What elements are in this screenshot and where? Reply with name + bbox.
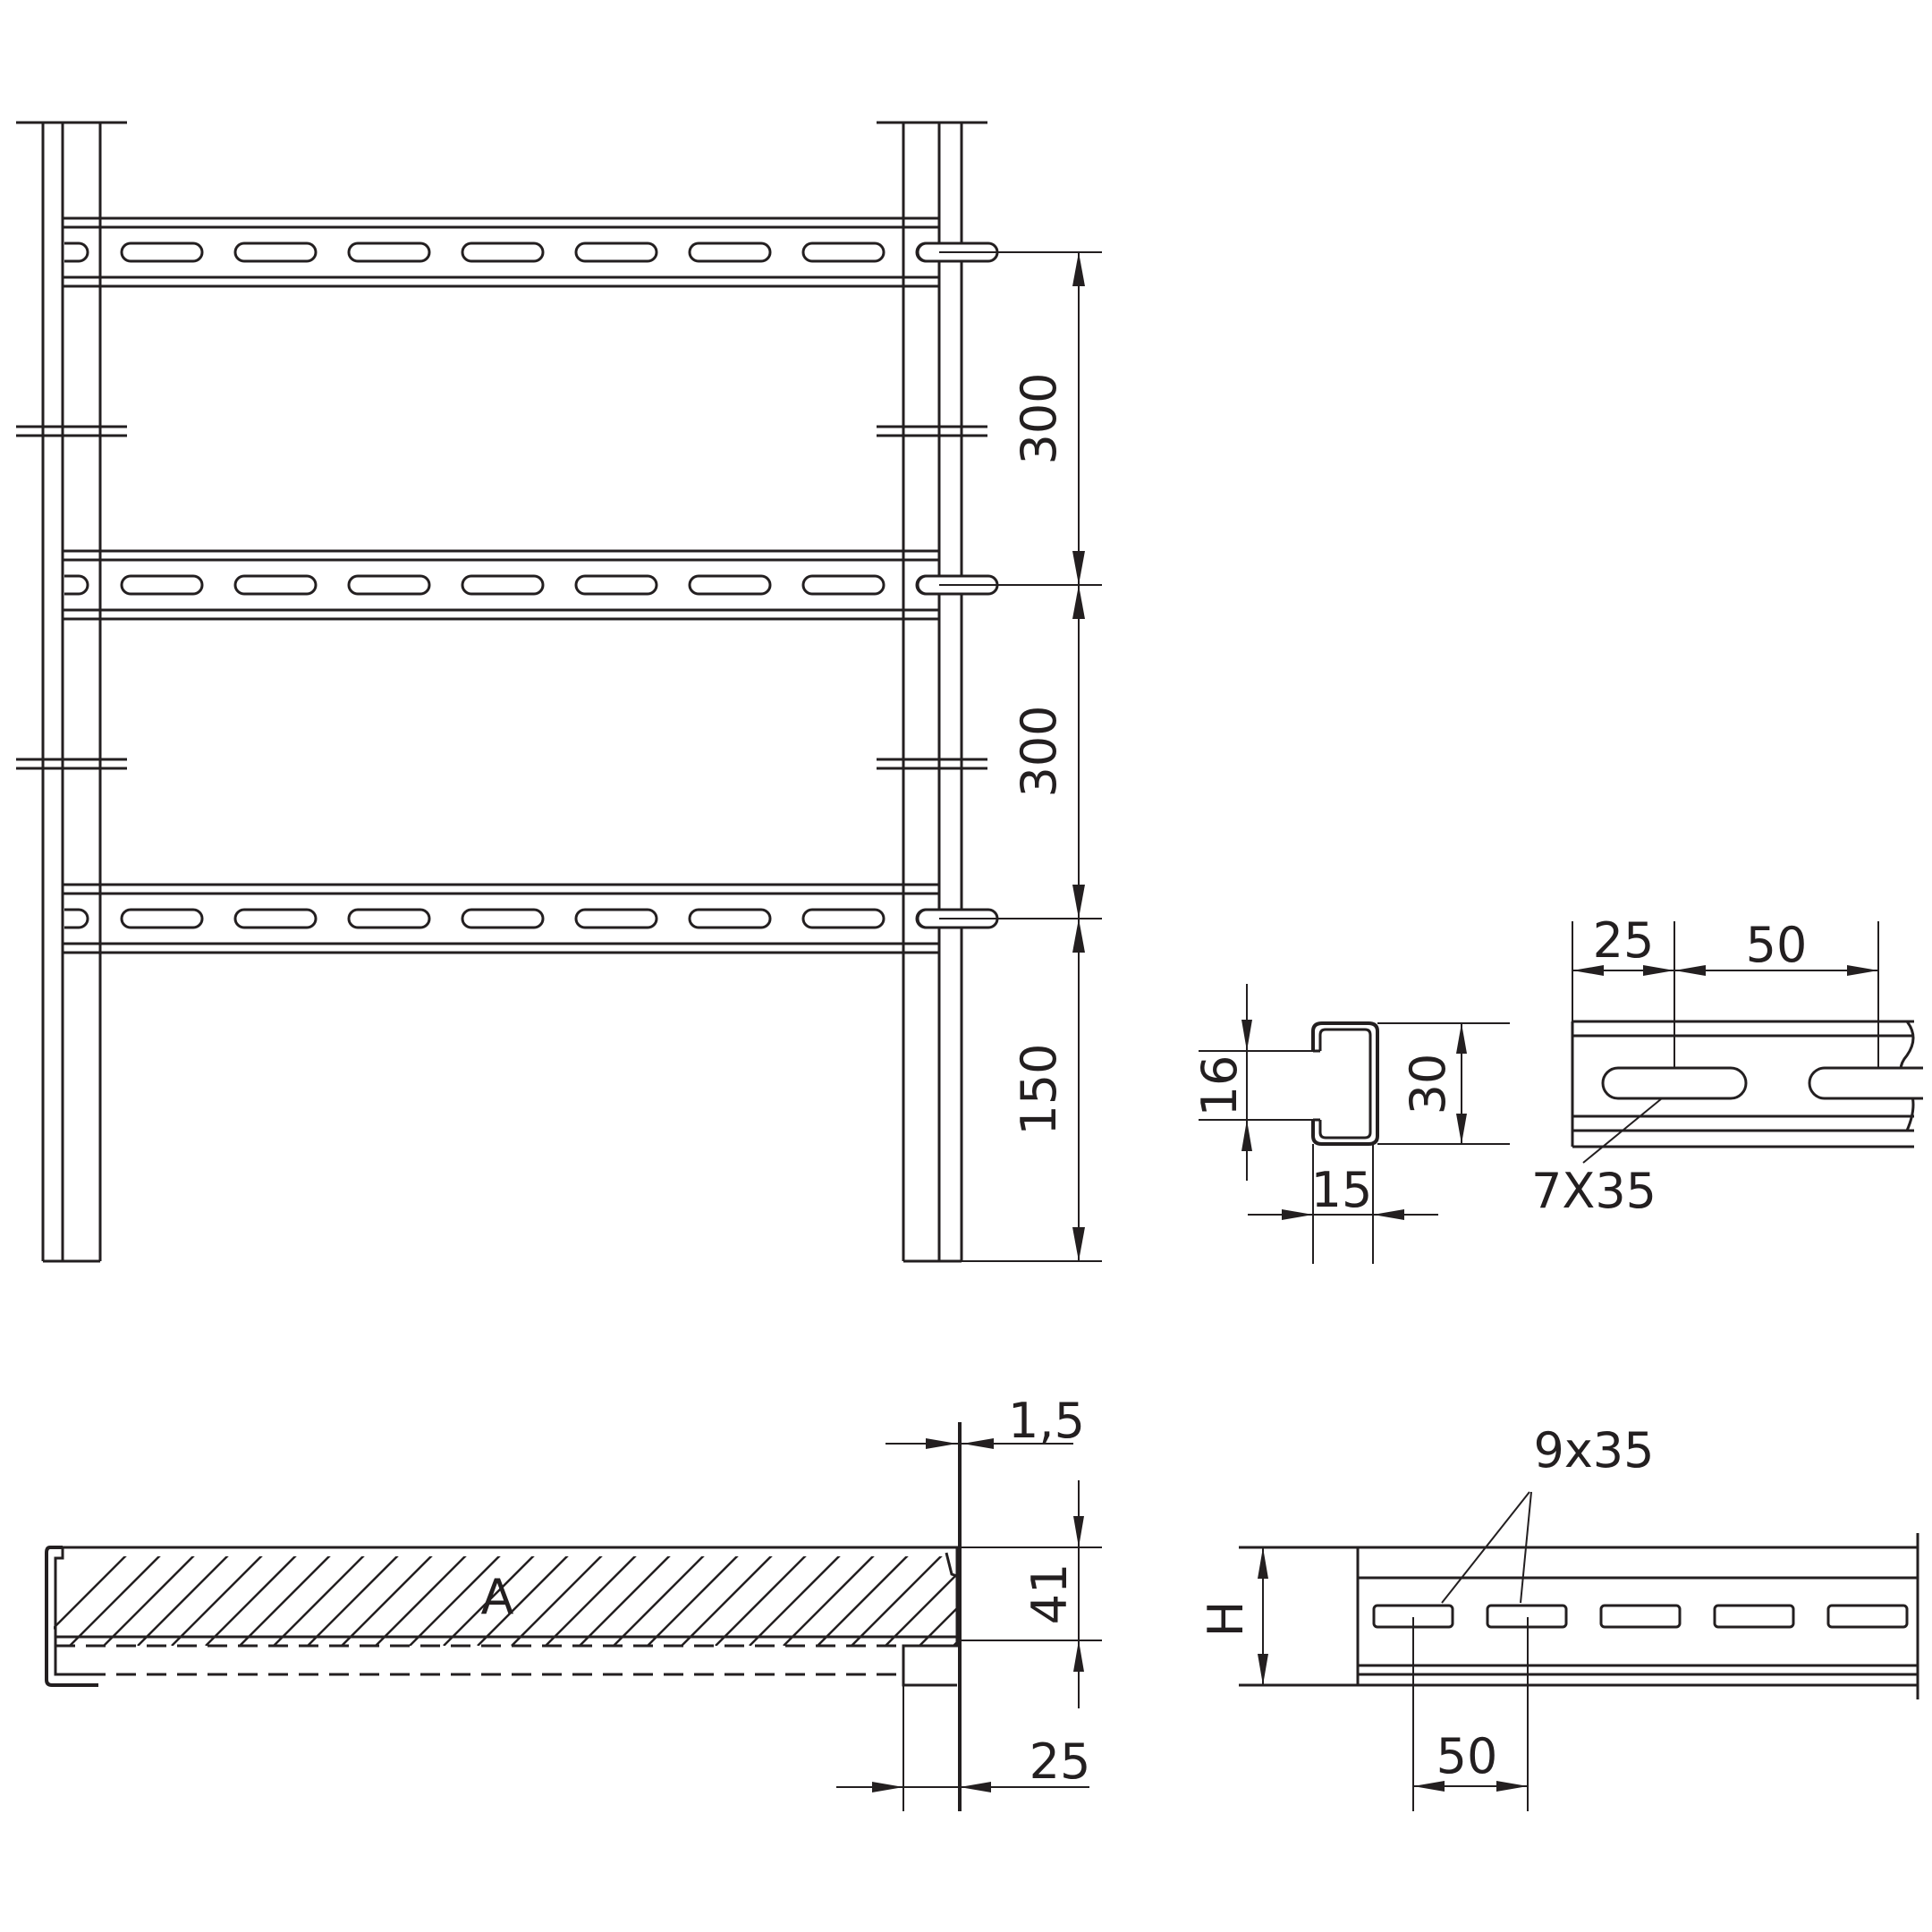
left-side-rail [16,121,127,1263]
dim-rail-thickness: 1,5 [1008,1393,1085,1449]
dim-rung-height: 30 [1400,1054,1456,1115]
dim-rail-height-label: H [1198,1601,1254,1638]
dim-rung-inner-height: 16 [1191,1055,1248,1117]
rung-slot [120,574,204,596]
right-side-rail [877,121,987,1263]
rung-slot [688,908,772,929]
rung [63,549,999,621]
rung-profile-outer [1311,1021,1379,1146]
dim-slot-pitch: 50 [1746,917,1808,973]
rung-slot [347,242,431,263]
side-rail-cross-section: A 1,5 41 25 [45,1393,1102,1811]
rail-slot [1826,1604,1909,1629]
rung-slot [574,242,658,263]
rail-slot [1713,1604,1795,1629]
rung-slot [461,574,545,596]
rung-slot-partial [916,242,937,263]
rail-slot [1599,1604,1682,1629]
rung-slot [461,242,545,263]
rungs [63,216,999,954]
dim-spacing-top: 300 [1011,372,1067,464]
dim-spacing-middle: 300 [1011,705,1067,797]
rung-slot-partial [916,908,937,929]
side-rail-profile [45,1546,98,1687]
section-hatching [54,1556,957,1646]
rung-slot [801,574,886,596]
rung-slot [461,908,545,929]
rung [63,216,999,288]
dim-rail-flange-width: 25 [1030,1733,1091,1790]
label-rail-slot-size: 9x35 [1533,1422,1654,1479]
rung-slot [801,242,886,263]
rung-slot [233,242,318,263]
rung-slot-partial [916,574,937,596]
label-rung-slot-size: 7X35 [1531,1163,1657,1219]
side-rail-slot-detail: H 9x35 50 [1198,1422,1919,1811]
rung-slot [801,908,886,929]
rung-profile-inner [1318,1028,1372,1140]
rung-slot [120,908,204,929]
rung-slot [347,574,431,596]
rung-slot [688,242,772,263]
dim-rung-flange-width: 15 [1311,1162,1373,1218]
rung-slot [1601,1066,1748,1100]
rail-slots [1372,1604,1909,1629]
rung-slot [574,908,658,929]
dim-rail-height: 41 [1021,1563,1078,1625]
rung-cross-section: 16 30 15 [1191,984,1510,1264]
rung-slot [347,908,431,929]
rung-slot [688,574,772,596]
rung-slot-detail: 25 50 7X35 [1531,912,1923,1219]
rung-slot [233,908,318,929]
rung-slot-partial [64,908,89,929]
rung [63,883,999,954]
rung-slot [574,574,658,596]
ladder-front-view: 300 300 150 [16,121,1102,1263]
rung-slot-partial [64,242,89,263]
dim-rail-slot-pitch: 50 [1436,1728,1498,1784]
rung-slot [120,242,204,263]
rung-slot [233,574,318,596]
dim-bottom-offset: 150 [1011,1043,1067,1135]
dim-slot-first-offset: 25 [1593,912,1655,969]
section-label: A [481,1569,514,1625]
rung-slot-partial [64,574,89,596]
ladder-dimension-chain: 300 300 150 [939,251,1102,1262]
